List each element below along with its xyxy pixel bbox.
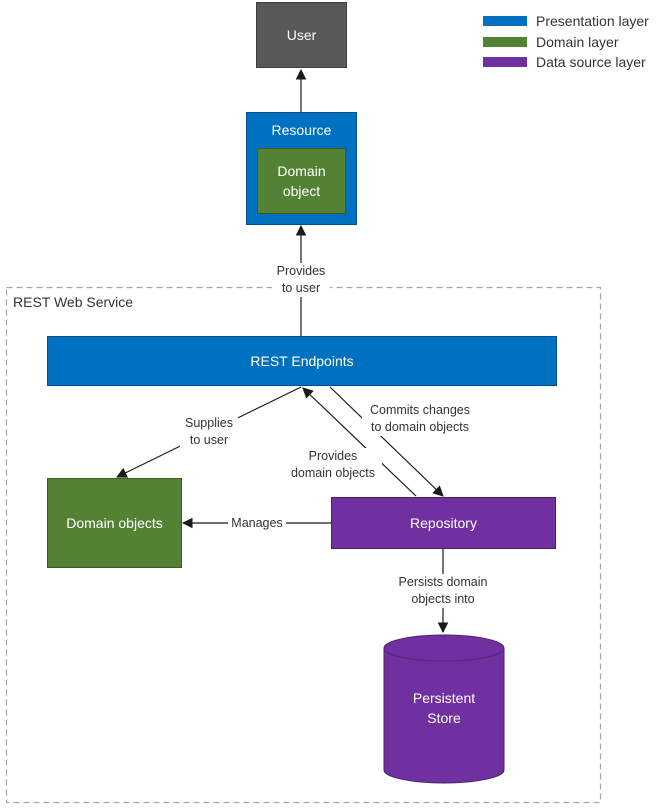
legend-label-data-source: Data source layer bbox=[536, 54, 646, 70]
domain-object-node: Domain object bbox=[257, 148, 346, 214]
domain-objects-node: Domain objects bbox=[47, 478, 182, 568]
persistent-store-label: Persistent Store bbox=[412, 690, 476, 726]
edge-label-provides-to-user: Provides to user bbox=[272, 263, 330, 297]
user-node: User bbox=[256, 2, 347, 68]
resource-node: Resource Domain object bbox=[246, 112, 357, 225]
edge-endpoints-to-repository bbox=[329, 386, 444, 497]
edge-label-manages: Manages bbox=[228, 515, 286, 532]
user-label: User bbox=[286, 27, 317, 43]
edge-label-supplies-to-user: Supplies to user bbox=[180, 415, 238, 449]
repository-label: Repository bbox=[410, 515, 477, 531]
legend-label-presentation: Presentation layer bbox=[536, 13, 649, 29]
legend-label-domain: Domain layer bbox=[536, 34, 619, 50]
rest-endpoints-node: REST Endpoints bbox=[47, 336, 557, 386]
edge-label-provides-domain-objects: Provides domain objects bbox=[284, 448, 382, 482]
legend-swatch-domain bbox=[483, 37, 527, 47]
legend-swatch-data-source bbox=[483, 57, 527, 67]
rest-web-service-label: REST Web Service bbox=[13, 294, 134, 310]
persistent-store-cylinder bbox=[383, 634, 505, 784]
domain-object-label: Domain object bbox=[277, 163, 326, 199]
domain-objects-label: Domain objects bbox=[66, 515, 163, 531]
repository-node: Repository bbox=[331, 497, 556, 549]
resource-label: Resource bbox=[271, 122, 332, 138]
legend-swatch-presentation bbox=[483, 16, 527, 26]
edge-label-persists: Persists domain objects into bbox=[391, 574, 495, 608]
rest-web-service-container bbox=[5, 286, 602, 804]
edge-repository-to-endpoints bbox=[302, 387, 417, 497]
rest-endpoints-label: REST Endpoints bbox=[250, 353, 354, 369]
edge-label-commits-changes: Commits changes to domain objects bbox=[362, 402, 478, 436]
